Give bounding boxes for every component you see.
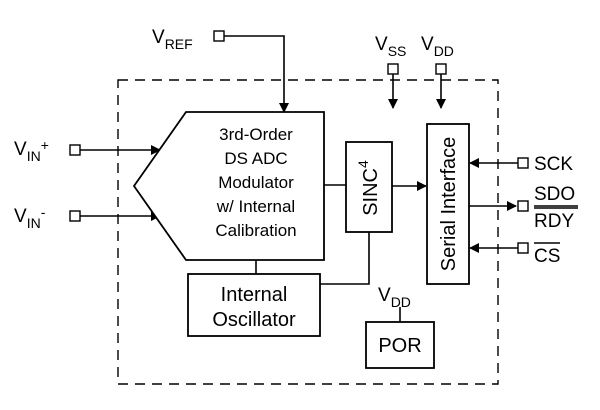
modulator-line-1: 3rd-Order xyxy=(219,125,293,144)
vref-pin xyxy=(213,30,225,42)
por-block xyxy=(365,321,435,369)
sdo-label: SDO xyxy=(534,184,575,205)
sck-pin xyxy=(517,157,529,169)
cs-label: CS xyxy=(534,246,560,267)
vin-minus-label: VIN- xyxy=(14,204,46,231)
svg-text:VSS: VSS xyxy=(375,34,406,59)
modulator-line-3: Modulator xyxy=(218,173,294,192)
vin-plus-label: VIN+ xyxy=(14,137,49,164)
modulator-block xyxy=(132,111,325,261)
sck-label: SCK xyxy=(534,154,573,175)
vdd-top-label: VDD xyxy=(421,34,454,59)
cs-pin xyxy=(517,242,529,254)
modulator-line-2: DS ADC xyxy=(224,149,287,168)
modulator-line-5: Calibration xyxy=(215,221,296,240)
por-label: POR xyxy=(378,335,421,357)
rdy-label: RDY xyxy=(534,211,574,232)
chip-boundary xyxy=(117,79,499,385)
vref-label: VREF xyxy=(152,27,193,52)
svg-text:VIN-: VIN- xyxy=(14,204,46,231)
vdd-top-pin xyxy=(435,63,447,75)
vin-plus-pin xyxy=(69,144,81,156)
svg-text:VDD: VDD xyxy=(378,285,411,310)
svg-text:VIN+: VIN+ xyxy=(14,137,49,164)
vdd-por-label: VDD xyxy=(378,285,411,310)
serial-interface-block xyxy=(426,123,470,285)
vss-label: VSS xyxy=(375,34,406,59)
sinc-filter-label: SINC4 xyxy=(355,160,382,216)
oscillator-block xyxy=(187,273,321,337)
vin-minus-pin xyxy=(69,210,81,222)
vref-wire xyxy=(224,35,289,113)
oscillator-to-sinc-wire xyxy=(320,232,370,285)
svg-text:VDD: VDD xyxy=(421,34,454,59)
vss-pin xyxy=(387,63,399,75)
oscillator-line-1: Internal xyxy=(221,284,288,306)
sinc-filter-block xyxy=(345,141,393,233)
oscillator-line-2: Oscillator xyxy=(212,309,296,331)
sdo-pin xyxy=(517,200,529,212)
svg-text:VREF: VREF xyxy=(152,27,193,52)
serial-interface-label: Serial Interface xyxy=(438,137,460,272)
modulator-line-4: w/ Internal xyxy=(216,197,295,216)
